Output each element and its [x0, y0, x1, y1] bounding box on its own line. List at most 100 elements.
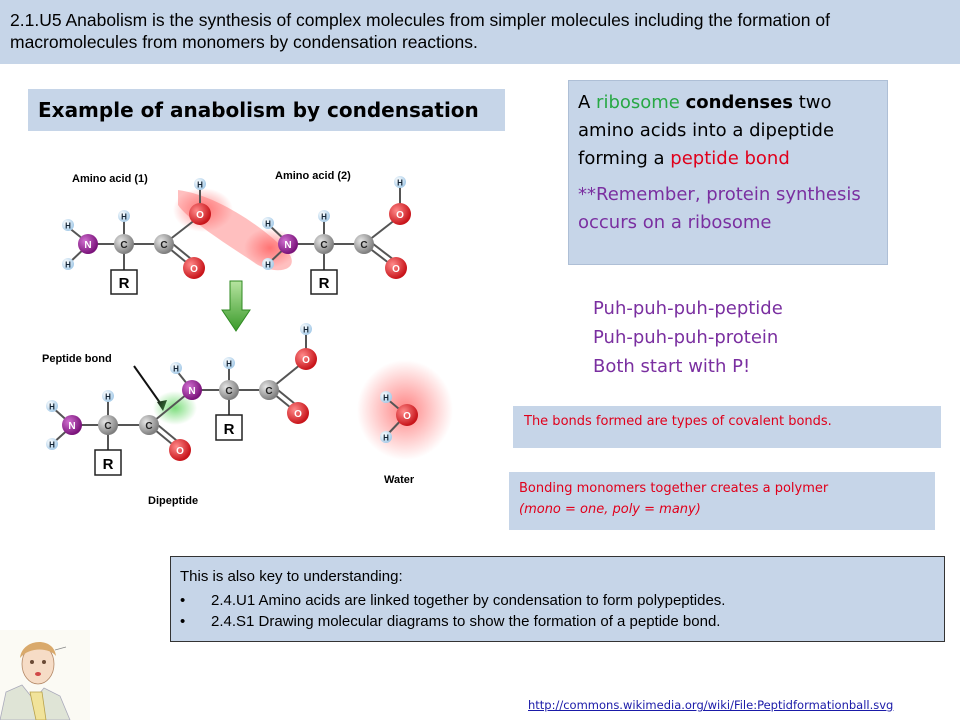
- atom-h: [194, 178, 206, 190]
- atom-label: H: [197, 181, 203, 190]
- header-banner: 2.1.U5 Anabolism is the synthesis of com…: [0, 0, 960, 64]
- covalent-note: The bonds formed are types of covalent b…: [524, 414, 832, 429]
- atom-label: O: [190, 264, 198, 275]
- ribosome-statement: A ribosome condenses two amino acids int…: [578, 89, 878, 173]
- atom-h: [170, 362, 182, 374]
- polymer-note-line-1: Bonding monomers together creates a poly…: [519, 481, 829, 496]
- atom-c: [259, 380, 279, 400]
- atom-label: O: [396, 210, 404, 221]
- atom-label: H: [105, 393, 111, 402]
- label-dipeptide: Dipeptide: [148, 495, 198, 507]
- mnemonic-line-2: Puh-puh-puh-protein: [593, 327, 779, 348]
- atom-label: N: [68, 421, 75, 432]
- atom-label: H: [303, 326, 309, 335]
- key-intro: This is also key to understanding:: [180, 568, 403, 585]
- atom-n: [278, 234, 298, 254]
- text-a: A: [578, 92, 597, 113]
- key-item: 2.4.S1 Drawing molecular diagrams to sho…: [180, 611, 725, 632]
- key-understanding-box: This is also key to understanding: 2.4.U…: [170, 556, 945, 642]
- r-group-1: R: [110, 269, 138, 295]
- atom-c: [139, 415, 159, 435]
- peptide-bond-word: peptide bond: [670, 148, 790, 169]
- mnemonic-line-3: Both start with P!: [593, 356, 751, 377]
- atom-h: [380, 391, 392, 403]
- text-amino: two amino acids into a dipeptide forming…: [578, 92, 835, 169]
- r-label: R: [224, 421, 235, 438]
- atom-label: C: [360, 240, 367, 251]
- water-molecule: H H O: [380, 391, 418, 443]
- atom-label: H: [321, 213, 327, 222]
- atom-label: C: [145, 421, 152, 432]
- atom-label: H: [49, 441, 55, 450]
- atom-label: C: [160, 240, 167, 251]
- mnemonic-line-1: Puh-puh-puh-peptide: [593, 298, 783, 319]
- atom-h: [46, 438, 58, 450]
- atom-o: [389, 203, 411, 225]
- atom-label: N: [284, 240, 291, 251]
- key-list: 2.4.U1 Amino acids are linked together b…: [180, 590, 725, 632]
- atom-h: [223, 357, 235, 369]
- atom-h: [102, 390, 114, 402]
- peptide-formation-diagram: Amino acid (1) Amino acid (2) R R H H N …: [42, 170, 453, 507]
- label-peptide-bond: Peptide bond: [42, 353, 112, 365]
- atom-h: [262, 258, 274, 270]
- atom-label: H: [383, 434, 389, 443]
- atom-c: [114, 234, 134, 254]
- label-water: Water: [384, 474, 415, 486]
- polymer-note-line-2: (mono = one, poly = many): [519, 502, 701, 517]
- atom-o: [396, 404, 418, 426]
- atom-o: [287, 402, 309, 424]
- atom-o: [189, 203, 211, 225]
- source-link[interactable]: http://commons.wikimedia.org/wiki/File:P…: [528, 698, 894, 712]
- atom-h: [394, 176, 406, 188]
- atoms-amino-acid-1: H H N H C C O H O: [62, 178, 211, 279]
- atom-label: C: [265, 386, 272, 397]
- atom-label: C: [320, 240, 327, 251]
- atom-label: N: [84, 240, 91, 251]
- r-label: R: [103, 456, 114, 473]
- atom-h: [62, 258, 74, 270]
- atom-c: [98, 415, 118, 435]
- atom-label: H: [65, 261, 71, 270]
- atom-label: O: [176, 446, 184, 457]
- atom-label: C: [104, 421, 111, 432]
- atom-label: H: [383, 394, 389, 403]
- atom-label: N: [188, 386, 195, 397]
- atom-c: [219, 380, 239, 400]
- label-amino-acid-1: Amino acid (1): [72, 173, 148, 185]
- atom-o: [385, 257, 407, 279]
- atom-o: [183, 257, 205, 279]
- atom-label: O: [302, 355, 310, 366]
- example-title-box: Example of anabolism by condensation: [28, 89, 505, 131]
- atom-n: [62, 415, 82, 435]
- atom-n: [182, 380, 202, 400]
- atom-h: [118, 210, 130, 222]
- portrait-illustration: [0, 630, 90, 720]
- atoms-amino-acid-2: H H N H C C O H O: [262, 176, 411, 279]
- atom-n: [78, 234, 98, 254]
- atom-h: [262, 217, 274, 229]
- remember-note: **Remember, protein synthesis occurs on …: [578, 184, 861, 233]
- peptide-bond-glow: [153, 391, 197, 425]
- atom-o: [295, 348, 317, 370]
- r-label: R: [119, 275, 130, 292]
- ribosome-box: A ribosome condenses two amino acids int…: [568, 80, 888, 265]
- reaction-arrow: [221, 280, 251, 332]
- atom-label: O: [294, 409, 302, 420]
- r-label: R: [319, 275, 330, 292]
- r-group-4: R: [215, 414, 243, 441]
- atom-c: [354, 234, 374, 254]
- ribosome-word: ribosome: [596, 92, 680, 113]
- atom-label: H: [49, 403, 55, 412]
- atom-label: H: [65, 222, 71, 231]
- atom-h: [300, 323, 312, 335]
- atom-c: [314, 234, 334, 254]
- polymer-note-box: Bonding monomers together creates a poly…: [509, 472, 935, 530]
- mnemonic: Puh-puh-puh-peptide Puh-puh-puh-protein …: [593, 294, 783, 381]
- atom-h: [380, 431, 392, 443]
- atom-h: [62, 219, 74, 231]
- label-amino-acid-2: Amino acid (2): [275, 170, 351, 182]
- key-item: 2.4.U1 Amino acids are linked together b…: [180, 590, 725, 611]
- atom-label: H: [226, 360, 232, 369]
- atom-c: [154, 234, 174, 254]
